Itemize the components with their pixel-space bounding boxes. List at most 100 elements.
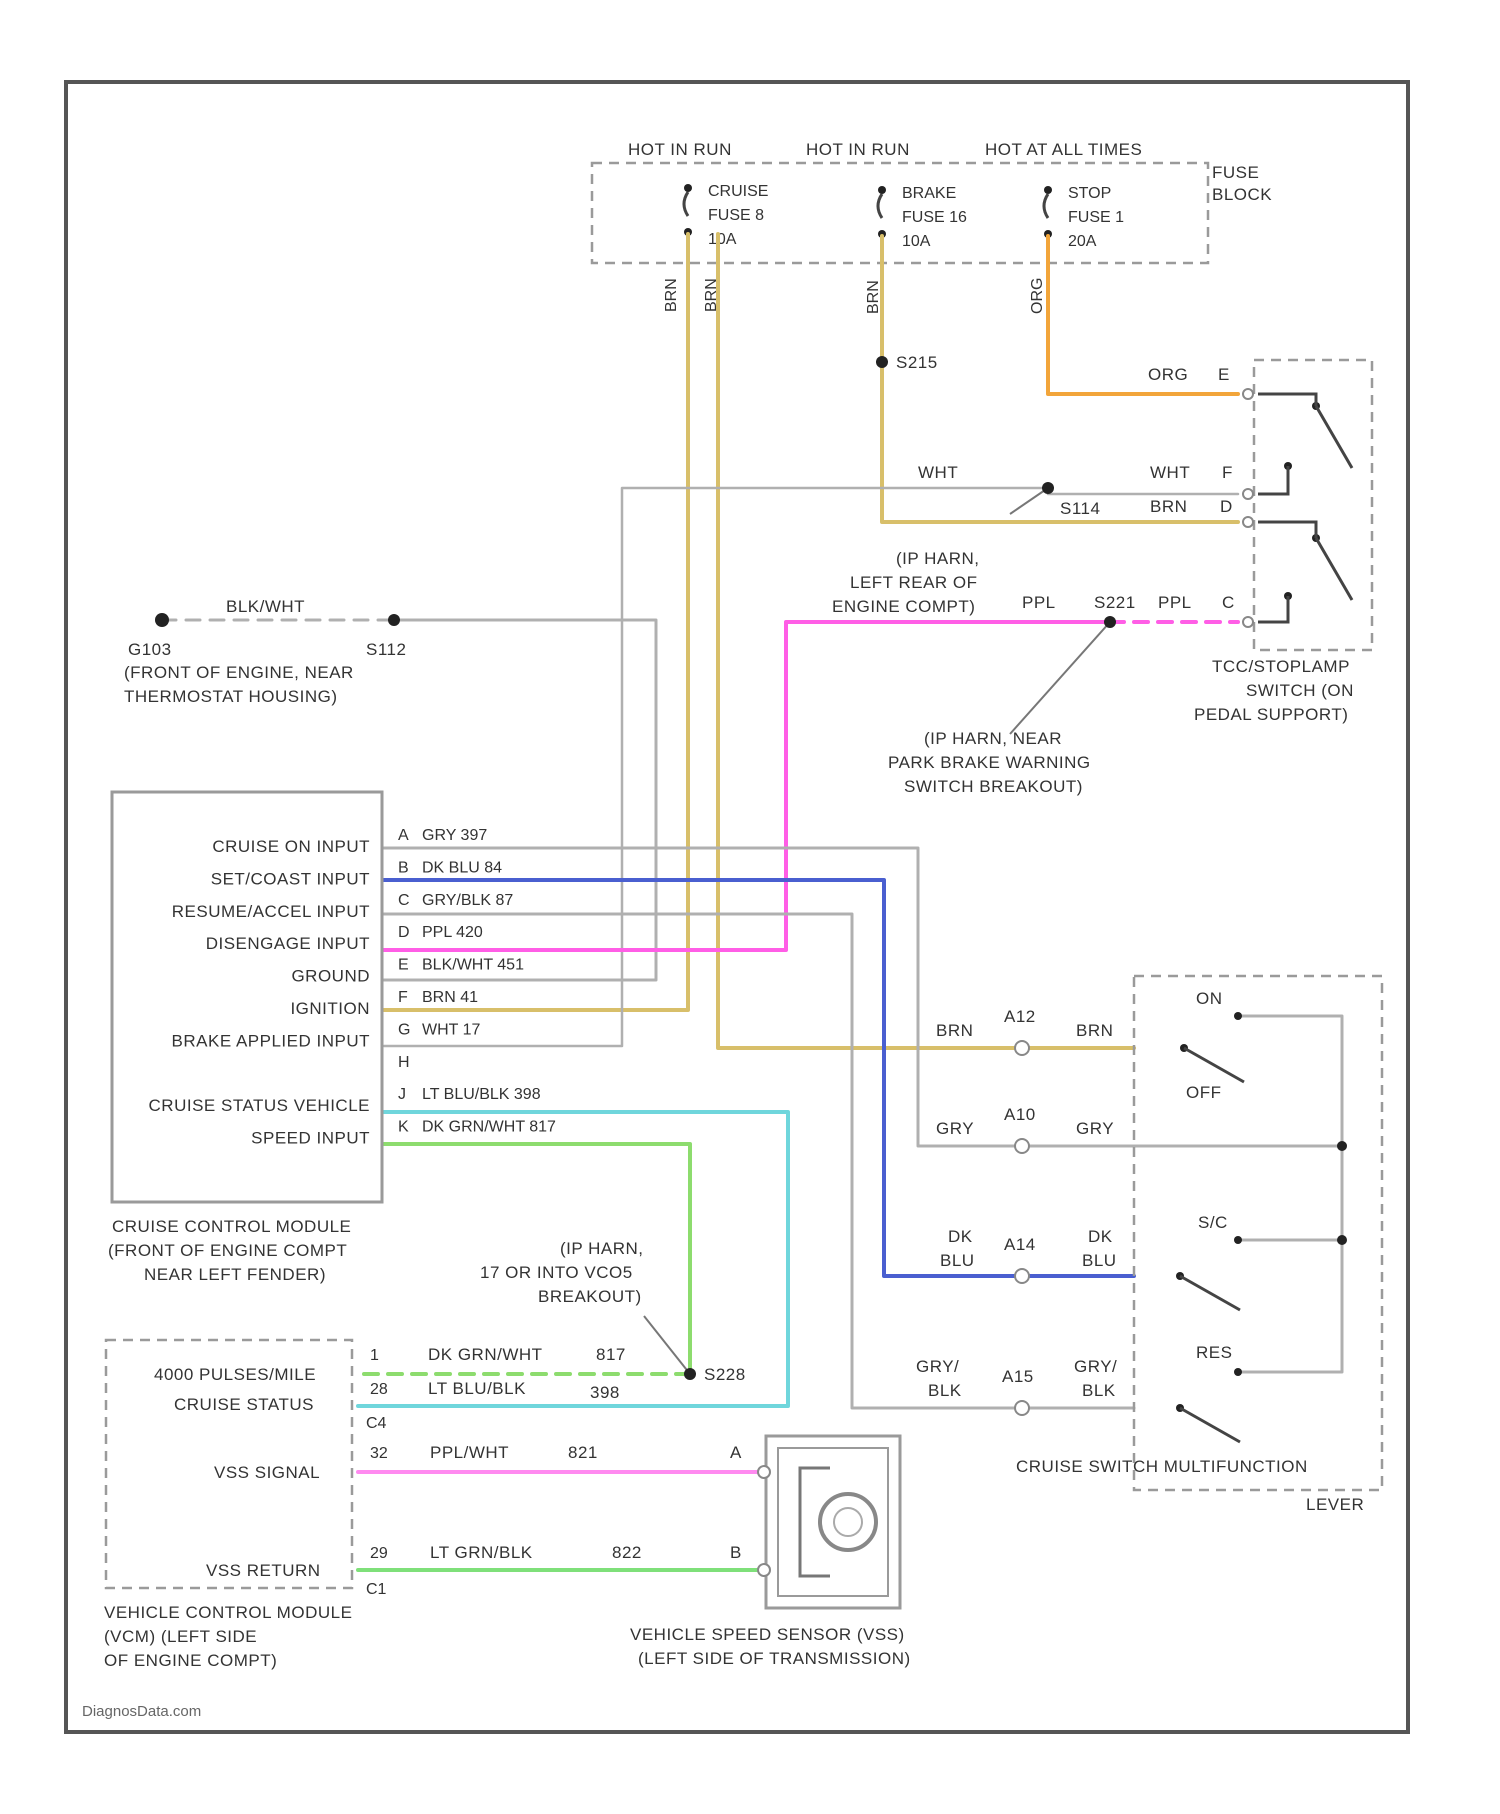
vcm-wire-1-num: 817: [596, 1345, 626, 1364]
hot-in-run-label-1: HOT IN RUN: [628, 140, 732, 159]
fuse-stop-symbol: [1044, 194, 1048, 218]
ccm-input-label: IGNITION: [290, 999, 370, 1018]
ccm-input-label: SPEED INPUT: [251, 1129, 370, 1148]
mf-connector-a10: [1015, 1139, 1029, 1153]
wire-grybk-resume: [384, 914, 1134, 1408]
mf-onoff-switch: [1184, 1048, 1244, 1082]
vcm-signal-cruise-status: CRUISE STATUS: [174, 1395, 314, 1414]
stoplamp-name-2: SWITCH (ON: [1246, 681, 1354, 700]
splice-s215-label: S215: [896, 353, 938, 372]
ccm-pin-label: B: [398, 859, 409, 876]
stoplamp-link-4: [1258, 596, 1288, 622]
wire-label-org: ORG: [1029, 278, 1046, 314]
ccm-pin-label: J: [398, 1086, 406, 1103]
mf-a12: A12: [1004, 1007, 1036, 1026]
stoplamp-pin-e-label: E: [1218, 365, 1230, 384]
wire-dkgrn-speed: [384, 1144, 690, 1374]
vcm-pin-32: 32: [370, 1445, 388, 1462]
wire-org-stoplamp: [1048, 236, 1238, 394]
vcm-name-2: (VCM) (LEFT SIDE: [104, 1627, 257, 1646]
fuse-block-label-2: BLOCK: [1212, 185, 1272, 204]
vcm-ip-harn-3: BREAKOUT): [538, 1287, 642, 1306]
ground-location-2: THERMOSTAT HOUSING): [124, 687, 338, 706]
ccm-input-label: GROUND: [291, 967, 370, 986]
vcm-pin-28: 28: [370, 1381, 388, 1398]
fuse-brake-top: [878, 186, 886, 194]
stoplamp-pin-d-label: D: [1220, 497, 1233, 516]
fuse-stop-name: STOP: [1068, 185, 1111, 202]
mf-connector-a12: [1015, 1041, 1029, 1055]
vss-core: [834, 1508, 862, 1536]
vcm-name-3: OF ENGINE COMPT): [104, 1651, 277, 1670]
ccm-pin-label: G: [398, 1021, 410, 1038]
vcm-signal-pulses: 4000 PULSES/MILE: [154, 1365, 316, 1384]
leader-s221: [1010, 622, 1110, 734]
ccm-wire-label: DK GRN/WHT 817: [422, 1119, 556, 1136]
vcm-wire-1: DK GRN/WHT: [428, 1345, 543, 1364]
mf-bus-node-2: [1337, 1235, 1347, 1245]
mf-a14: A14: [1004, 1235, 1036, 1254]
stoplamp-link-3: [1258, 522, 1316, 538]
ccm-name-3: NEAR LEFT FENDER): [144, 1265, 326, 1284]
stoplamp-name-3: PEDAL SUPPORT): [1194, 705, 1348, 724]
mf-grybk-left-2: BLK: [928, 1381, 962, 1400]
vcm-wire-3: PPL/WHT: [430, 1443, 509, 1462]
ccm-pin-label: C: [398, 892, 410, 909]
ccm-pin-label: D: [398, 924, 410, 941]
fuse-stop-rating: 20A: [1068, 233, 1097, 250]
mf-dkblu-left-1: DK: [948, 1227, 973, 1246]
mf-name-2: LEVER: [1306, 1495, 1364, 1514]
mf-gry-left: GRY: [936, 1119, 974, 1138]
mf-dkblu-right-1: DK: [1088, 1227, 1113, 1246]
vcm-pin-c1: C1: [366, 1581, 387, 1598]
vss-pin-b: B: [730, 1543, 742, 1562]
stoplamp-name-1: TCC/STOPLAMP: [1212, 657, 1350, 676]
hot-in-run-label-2: HOT IN RUN: [806, 140, 910, 159]
vcm-signal-vss: VSS SIGNAL: [214, 1463, 320, 1482]
mf-on-label: ON: [1196, 989, 1223, 1008]
ccm-pin-label: E: [398, 957, 409, 974]
vss-coil: [820, 1494, 876, 1550]
ccm-name-1: CRUISE CONTROL MODULE: [112, 1217, 351, 1236]
vcm-pin-1: 1: [370, 1347, 379, 1364]
ccm-input-label: RESUME/ACCEL INPUT: [172, 902, 370, 921]
mf-dkblu-right-2: BLU: [1082, 1251, 1117, 1270]
ip-harn-park-3: SWITCH BREAKOUT): [904, 777, 1083, 796]
ccm-input-label: SET/COAST INPUT: [211, 869, 370, 888]
vcm-ip-harn-1: (IP HARN,: [560, 1239, 644, 1258]
mf-connector-a15: [1015, 1401, 1029, 1415]
vehicle-control-module: 4000 PULSES/MILE CRUISE STATUS VSS SIGNA…: [104, 1340, 388, 1670]
vehicle-speed-sensor: [758, 1436, 900, 1608]
ccm-pin-label: H: [398, 1054, 410, 1071]
ccm-wire-label: DK BLU 84: [422, 859, 502, 876]
vcm-wire-3-num: 821: [568, 1443, 598, 1462]
mf-sc-contact: [1234, 1236, 1242, 1244]
mf-gry-right: GRY: [1076, 1119, 1114, 1138]
vss-bracket: [800, 1468, 830, 1576]
fuse-brake-symbol: [878, 194, 882, 218]
vss-terminal-b: [758, 1564, 770, 1576]
leader-s114: [1010, 488, 1048, 514]
fuse-cruise-number: FUSE 8: [708, 207, 764, 224]
splice-s112: [388, 614, 400, 626]
stoplamp-link-2: [1258, 466, 1288, 494]
fuse-brake-number: FUSE 16: [902, 209, 967, 226]
splice-s114: [1042, 482, 1054, 494]
stoplamp-switch-1: [1316, 406, 1352, 468]
fuse-block-label-1: FUSE: [1212, 163, 1259, 182]
vss-terminal-a: [758, 1466, 770, 1478]
multifunction-lever: [1015, 976, 1382, 1490]
fuse-stop-number: FUSE 1: [1068, 209, 1124, 226]
ccm-wire-label: WHT 17: [422, 1021, 480, 1038]
mf-a10: A10: [1004, 1105, 1036, 1124]
cruise-control-module: CRUISE ON INPUTAGRY 397SET/COAST INPUTBD…: [108, 792, 556, 1284]
multifunction-outline: [1134, 976, 1382, 1490]
ccm-wire-label: BRN 41: [422, 989, 478, 1006]
vcm-wire-2: LT BLU/BLK: [428, 1379, 526, 1398]
ccm-pin-label: K: [398, 1119, 409, 1136]
ip-harn-park-2: PARK BRAKE WARNING: [888, 753, 1091, 772]
mf-off-label: OFF: [1186, 1083, 1222, 1102]
stoplamp-wht-right: WHT: [1150, 463, 1190, 482]
vss-name-2: (LEFT SIDE OF TRANSMISSION): [638, 1649, 911, 1668]
fuse-brake-rating: 10A: [902, 233, 931, 250]
